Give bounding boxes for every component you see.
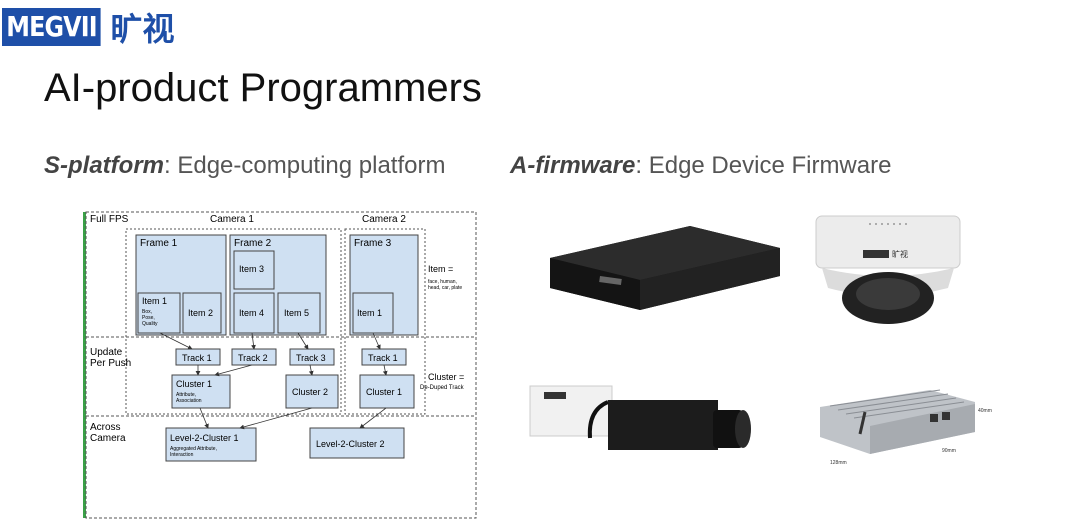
svg-text:Association: Association: [176, 398, 202, 404]
frame-1-label: Frame 1: [140, 238, 178, 249]
frame-2-label: Frame 2: [234, 238, 272, 249]
left-heading-bold: S-platform: [44, 152, 164, 179]
row-update-line2: Per Push: [90, 358, 131, 369]
svg-text:Interaction: Interaction: [170, 452, 194, 458]
dome-camera-image: 旷视: [808, 214, 968, 329]
svg-text:head, car, plate: head, car, plate: [428, 285, 462, 291]
box-camera-image: [528, 380, 758, 470]
track-2-label: Track 2: [238, 353, 268, 363]
cluster-1-label: Cluster 1: [176, 379, 212, 389]
level2-cluster-2-label: Level-2-Cluster 2: [316, 439, 385, 449]
diagram-left-bar: [83, 212, 86, 518]
edge-dim-width: 128mm: [830, 460, 847, 466]
svg-text:Box,: Box,: [142, 309, 152, 315]
slide-title: AI-product Programmers: [44, 66, 482, 110]
svg-text:Quality: Quality: [142, 321, 158, 327]
track-3-label: Track 3: [296, 353, 326, 363]
track-1-label: Track 1: [182, 353, 212, 363]
dome-brand: 旷视: [892, 249, 908, 259]
cluster-def-label: De-Duped Track: [420, 385, 465, 391]
right-heading-rest: : Edge Device Firmware: [635, 152, 892, 179]
item-eq-label: Item =: [428, 264, 453, 274]
item-1b-label: Item 1: [357, 308, 382, 318]
level2-cluster-1-label: Level-2-Cluster 1: [170, 433, 239, 443]
nvr-device-image: [540, 218, 790, 338]
right-heading: A-firmware: Edge Device Firmware: [510, 152, 891, 180]
row-across-line1: Across: [90, 422, 121, 433]
svg-text:Pose,: Pose,: [142, 315, 155, 321]
cluster-1b-label: Cluster 1: [366, 387, 402, 397]
logo-brand: MEGVII: [2, 8, 102, 46]
row-update-line1: Update: [90, 347, 123, 358]
svg-text:Attribute,: Attribute,: [176, 392, 196, 398]
row-across-line2: Camera: [90, 433, 126, 444]
megvii-logo: MEGVII 旷视: [2, 8, 175, 48]
frame-3-label: Frame 3: [354, 238, 392, 249]
left-heading: S-platform: Edge-computing platform: [44, 152, 445, 180]
row-full-fps: Full FPS: [90, 214, 129, 225]
svg-text:face, human,: face, human,: [428, 279, 457, 285]
item-5-label: Item 5: [284, 308, 309, 318]
item-2-label: Item 2: [188, 308, 213, 318]
camera-2-label: Camera 2: [362, 214, 406, 225]
edge-dim-depth: 90mm: [942, 448, 956, 454]
edge-dim-height: 40mm: [978, 408, 992, 414]
item-1-label: Item 1: [142, 296, 167, 306]
cluster-eq-label: Cluster =: [428, 372, 464, 382]
logo-chinese: 旷视: [110, 10, 175, 48]
svg-text:Aggregated Attribute,: Aggregated Attribute,: [170, 446, 217, 452]
item-3-label: Item 3: [239, 264, 264, 274]
left-heading-rest: : Edge-computing platform: [164, 152, 446, 179]
right-heading-bold: A-firmware: [510, 152, 636, 179]
cluster-2-label: Cluster 2: [292, 387, 328, 397]
edge-box-image: 128mm 90mm 40mm: [810, 382, 1000, 467]
track-1b-label: Track 1: [368, 353, 398, 363]
s-platform-diagram: Camera 1 Camera 2 Full FPS Update Per Pu…: [83, 211, 477, 519]
item-4-label: Item 4: [239, 308, 264, 318]
camera-1-label: Camera 1: [210, 214, 254, 225]
